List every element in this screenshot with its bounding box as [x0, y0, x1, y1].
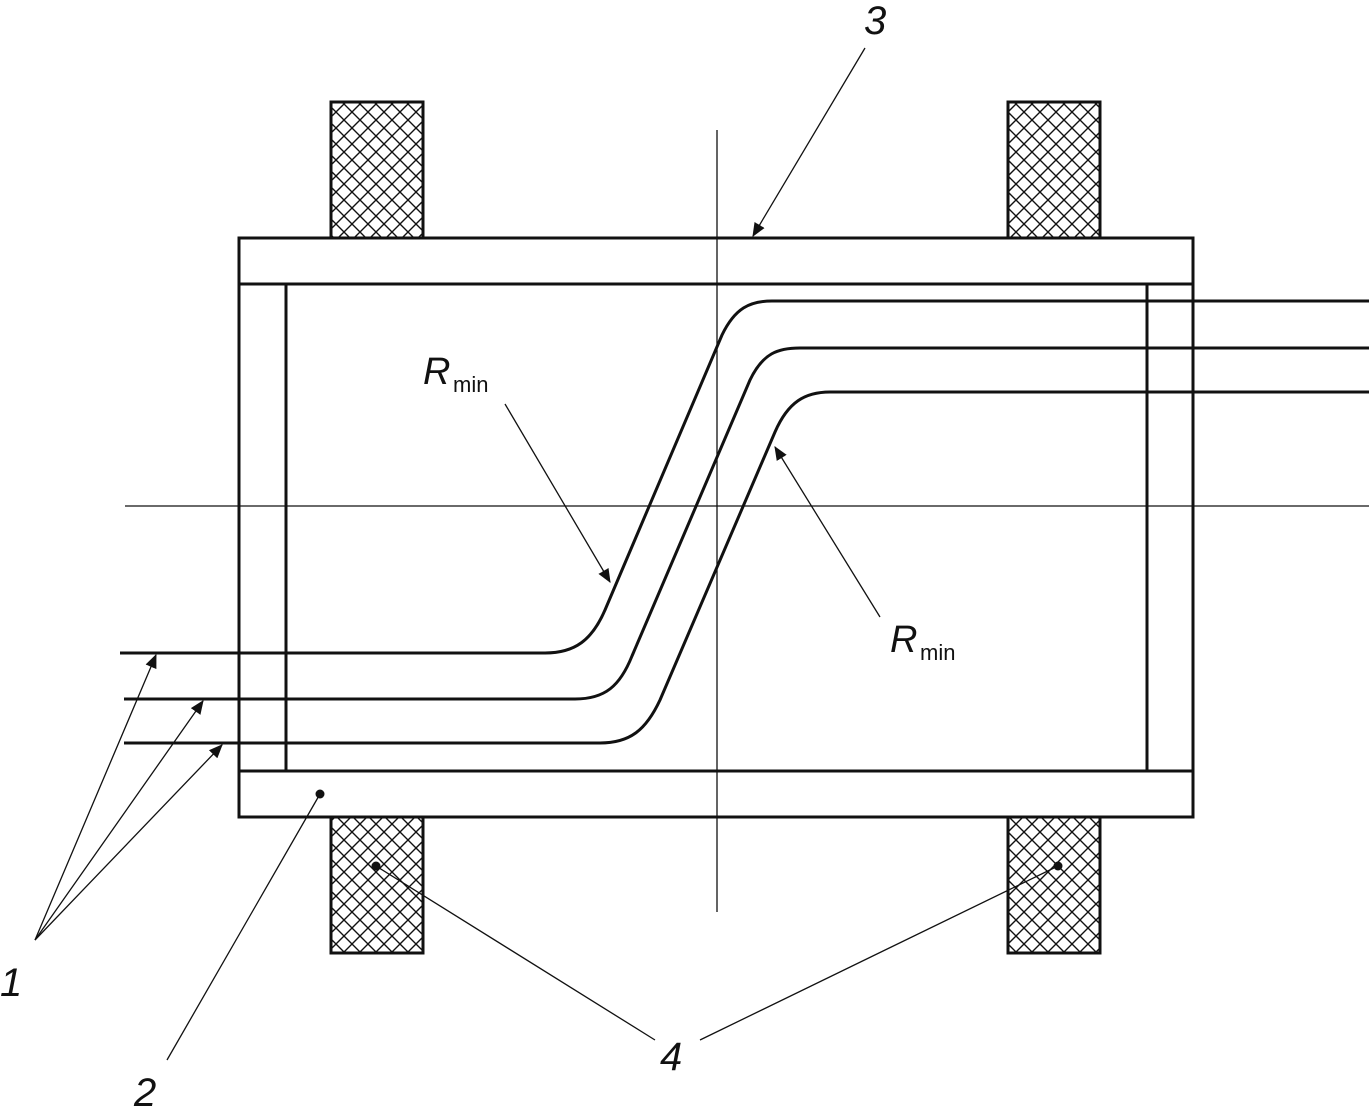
- rmin-upper-sub: min: [453, 372, 488, 397]
- housing-outer: [237, 236, 1195, 819]
- clamp-bottom-left: [329, 815, 425, 955]
- fiber-2: [124, 346, 1369, 701]
- label-2: 2: [133, 1071, 156, 1110]
- rmin-lower-sub: min: [920, 640, 955, 665]
- leader-4a-dot: [371, 861, 381, 871]
- leader-4a: [375, 865, 656, 1041]
- housing: [237, 236, 1195, 819]
- fiber-3: [124, 390, 1369, 745]
- leader-4b: [699, 865, 1059, 1041]
- label-3: 3: [864, 0, 886, 43]
- rmin-label-lower: R min: [890, 619, 955, 665]
- leader-4b-dot: [1053, 861, 1063, 871]
- fiber-1: [120, 299, 1369, 655]
- rmin-label-upper: R min: [423, 351, 488, 397]
- leader-1a: [34, 653, 157, 941]
- leader-rmin-upper: [504, 403, 611, 584]
- leader-2-dot: [315, 789, 325, 799]
- clamp-top-right: [1006, 100, 1102, 240]
- fibers: [120, 299, 1369, 745]
- leader-3: [752, 47, 866, 238]
- leader-1c: [34, 744, 223, 941]
- leader-1b: [34, 700, 204, 941]
- clamp-bottom-right: [1006, 815, 1102, 955]
- label-1: 1: [0, 961, 22, 1005]
- leader-rmin-lower: [774, 446, 881, 618]
- leader-2: [166, 793, 321, 1061]
- clamp-blocks: [329, 100, 1102, 955]
- label-4: 4: [660, 1035, 682, 1079]
- leader-lines: [34, 47, 1063, 1061]
- rmin-upper-letter: R: [423, 351, 450, 393]
- clamp-top-left: [329, 100, 425, 240]
- rmin-lower-letter: R: [890, 619, 917, 661]
